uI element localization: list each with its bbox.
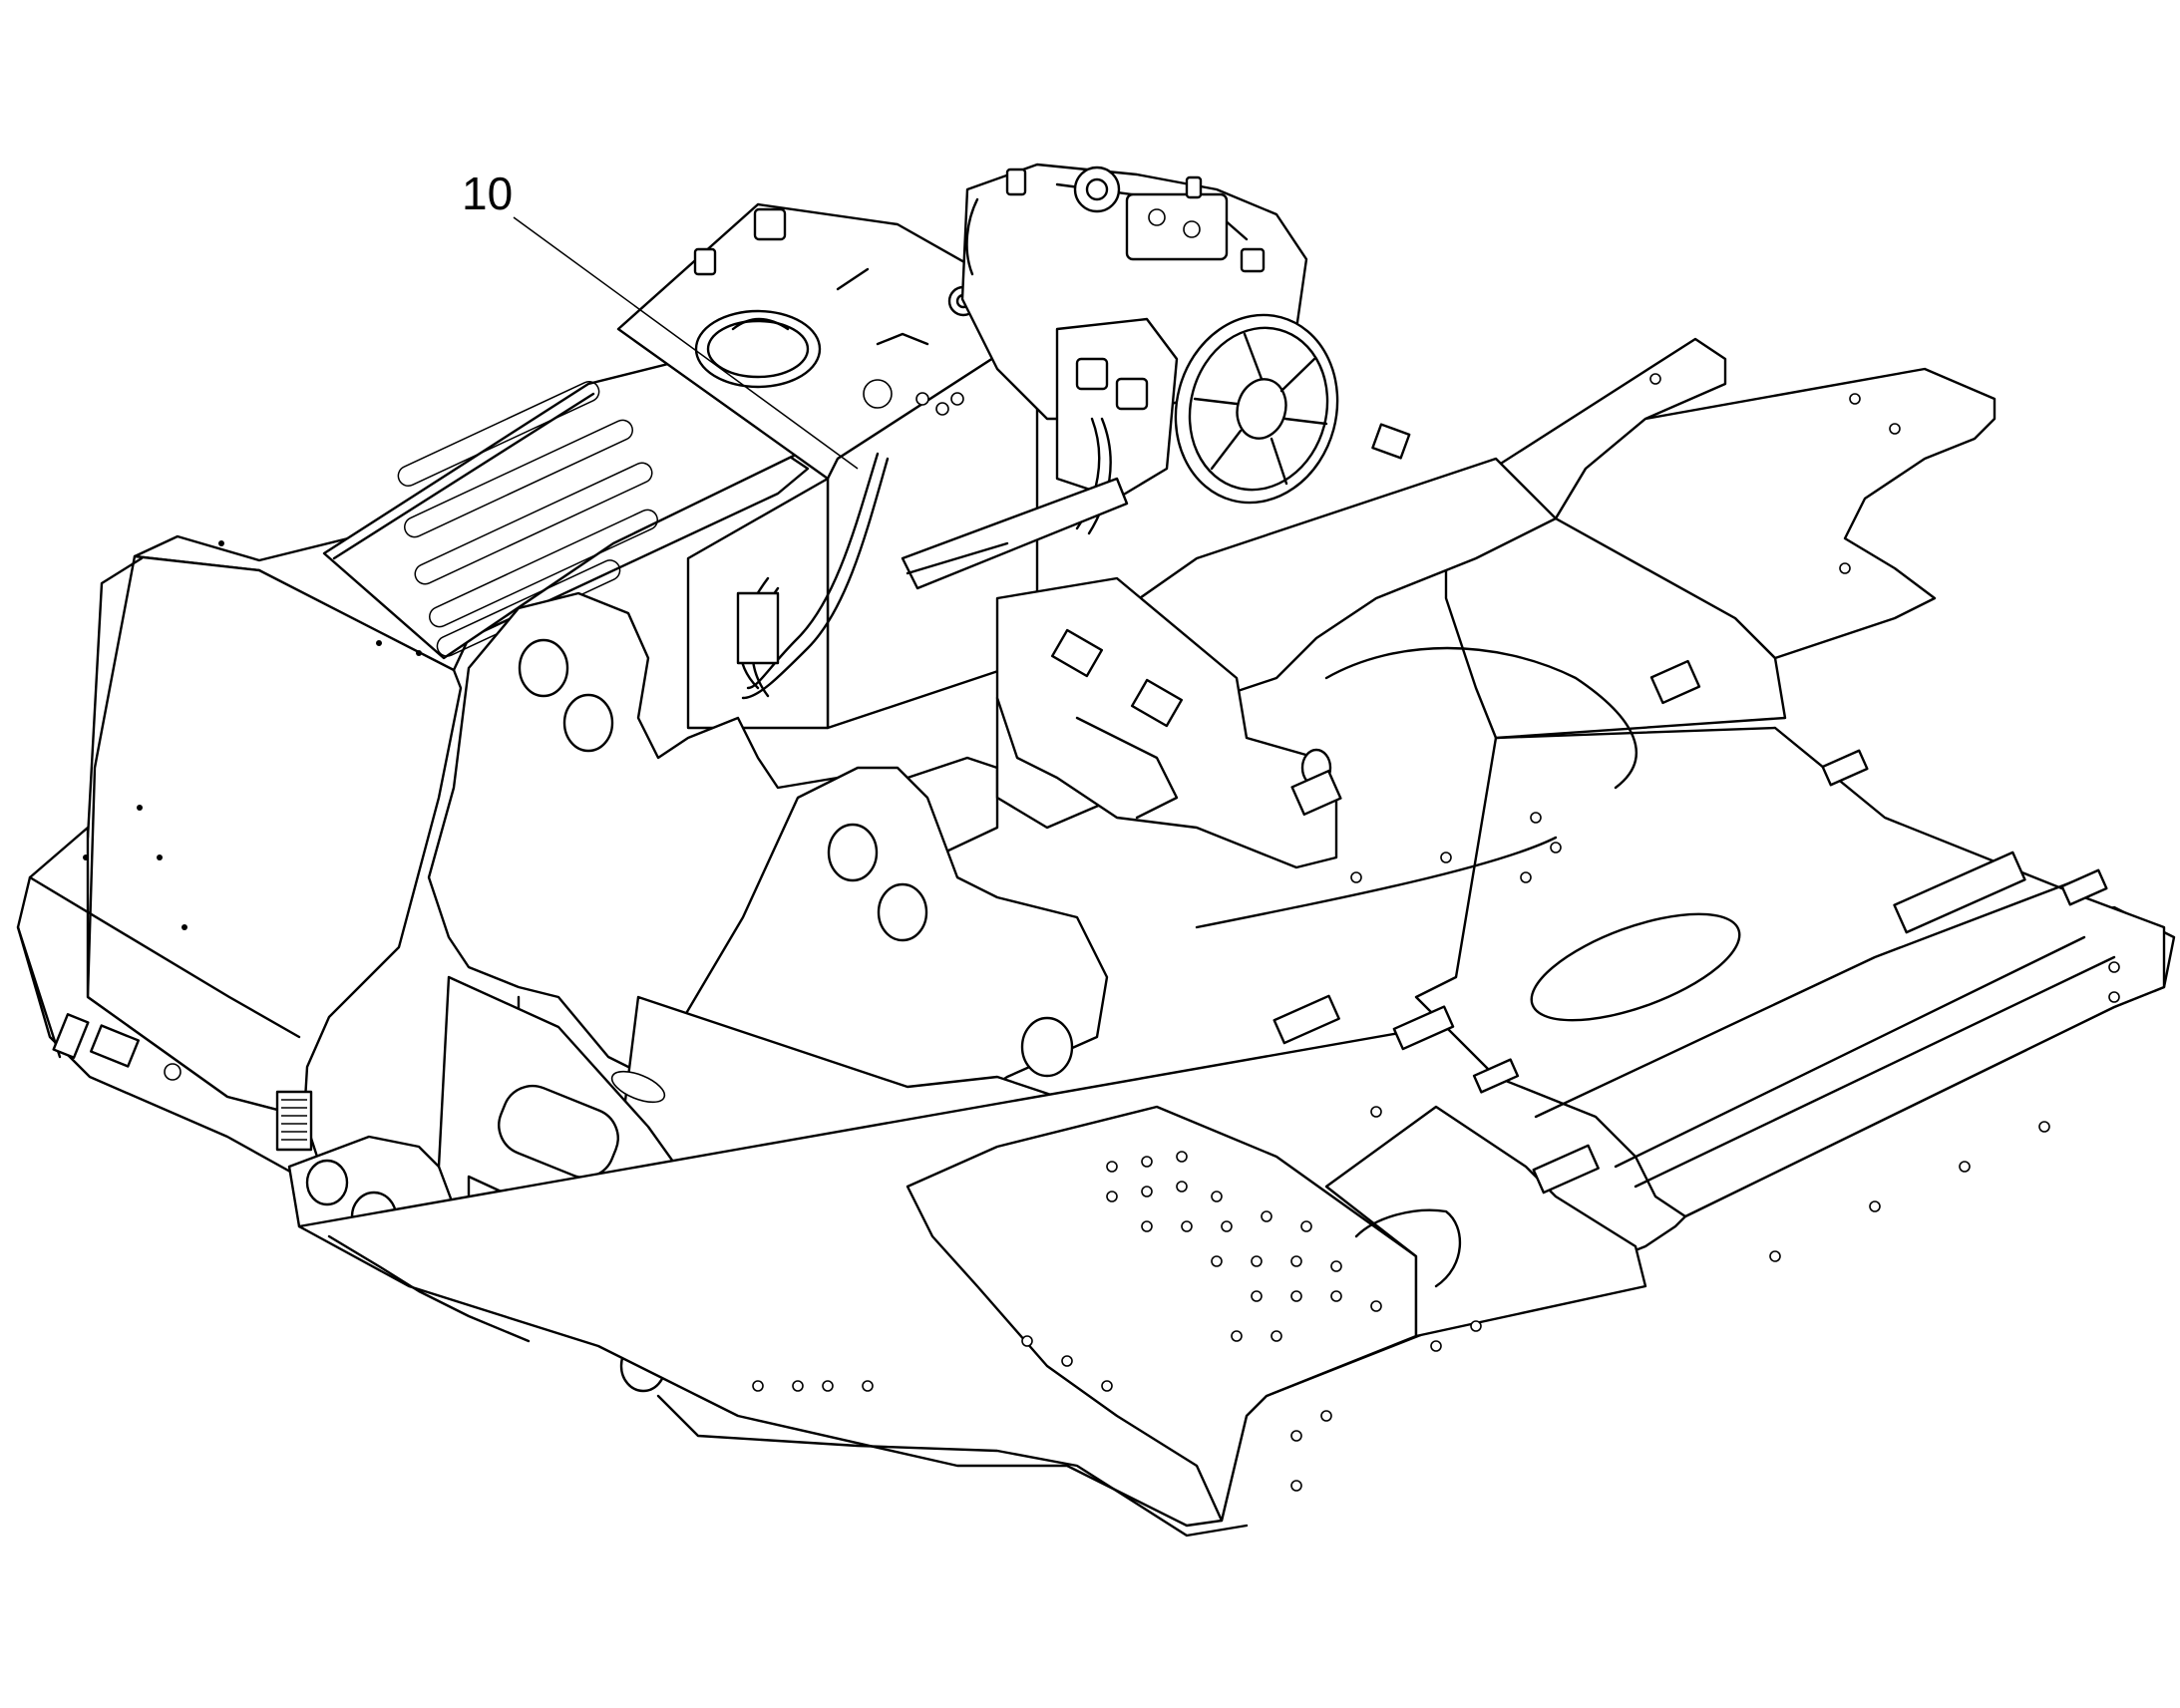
callout-label-10: 10 (462, 168, 513, 219)
deck-bolt-holes (752, 373, 2120, 1492)
hydraulic-tank (616, 202, 1049, 730)
vent-grille (275, 1090, 313, 1152)
pump-assembly (901, 163, 1339, 590)
diamond-plate-cover (322, 357, 800, 660)
callout-10: 10 (462, 168, 859, 470)
main-frame (287, 337, 2176, 1537)
flywheel-housing (1174, 313, 1339, 505)
